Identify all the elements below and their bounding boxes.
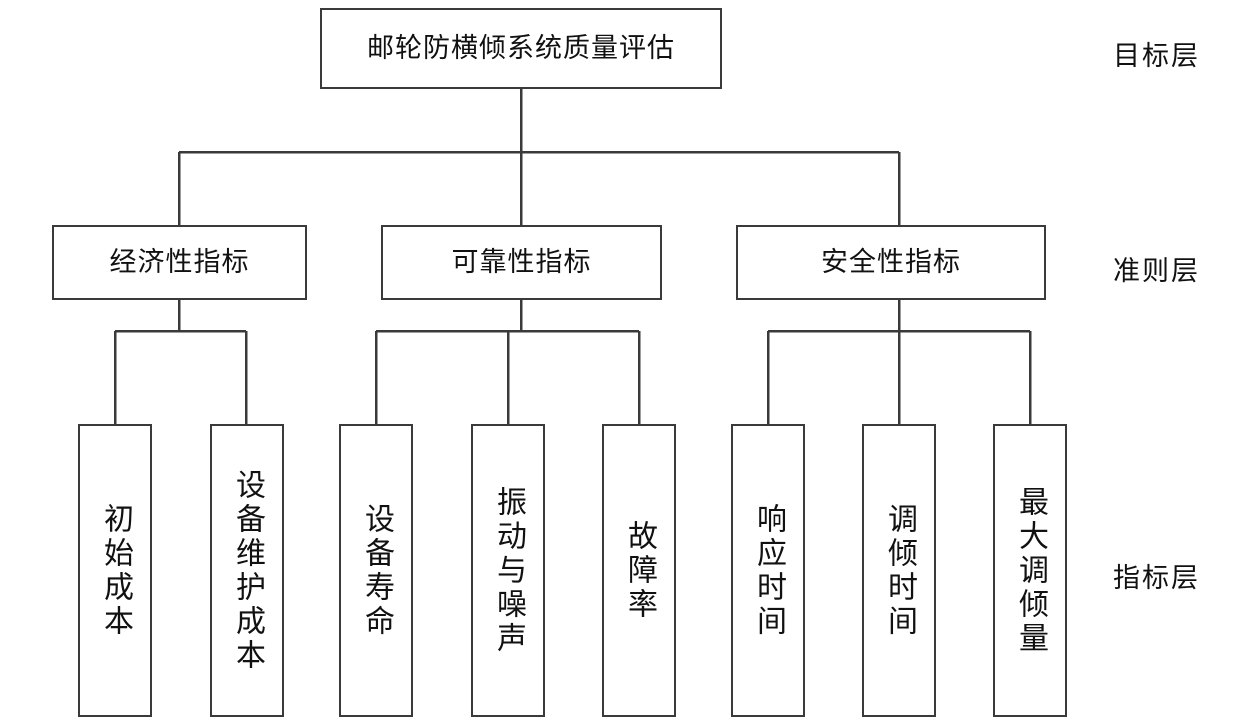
node-indicator-vibration-noise-label: 振动与噪声 [491, 485, 526, 656]
node-indicator-equipment-life[interactable]: 设备寿命 [339, 424, 413, 717]
node-indicator-initial-cost-label: 初始成本 [98, 502, 133, 639]
node-goal[interactable]: 邮轮防横倾系统质量评估 [320, 8, 722, 89]
node-criteria-economy-label: 经济性指标 [109, 247, 250, 278]
node-indicator-maintenance-cost[interactable]: 设备维护成本 [210, 424, 284, 717]
node-criteria-reliability-label: 可靠性指标 [451, 247, 592, 278]
node-indicator-maintenance-cost-label: 设备维护成本 [230, 468, 265, 673]
node-indicator-response-time-label: 响应时间 [751, 502, 786, 639]
node-indicator-vibration-noise[interactable]: 振动与噪声 [471, 424, 545, 717]
node-indicator-max-heeling-moment-label: 最大调倾量 [1013, 485, 1048, 656]
node-indicator-heeling-adjust-time[interactable]: 调倾时间 [862, 424, 936, 717]
node-indicator-max-heeling-moment[interactable]: 最大调倾量 [993, 424, 1067, 717]
layer-label-indicator: 指标层 [1113, 563, 1200, 594]
node-criteria-safety[interactable]: 安全性指标 [736, 225, 1046, 300]
node-goal-label: 邮轮防横倾系统质量评估 [367, 33, 675, 64]
node-indicator-initial-cost[interactable]: 初始成本 [78, 424, 152, 717]
node-criteria-economy[interactable]: 经济性指标 [52, 225, 307, 300]
layer-label-goal: 目标层 [1113, 41, 1200, 72]
node-criteria-safety-label: 安全性指标 [821, 247, 961, 278]
node-indicator-equipment-life-label: 设备寿命 [359, 502, 394, 639]
node-indicator-heeling-adjust-time-label: 调倾时间 [882, 502, 917, 639]
layer-label-criteria: 准则层 [1113, 256, 1200, 287]
node-indicator-failure-rate-label: 故障率 [622, 519, 657, 622]
node-indicator-response-time[interactable]: 响应时间 [731, 424, 805, 717]
node-criteria-reliability[interactable]: 可靠性指标 [381, 225, 662, 300]
node-indicator-failure-rate[interactable]: 故障率 [602, 424, 676, 717]
